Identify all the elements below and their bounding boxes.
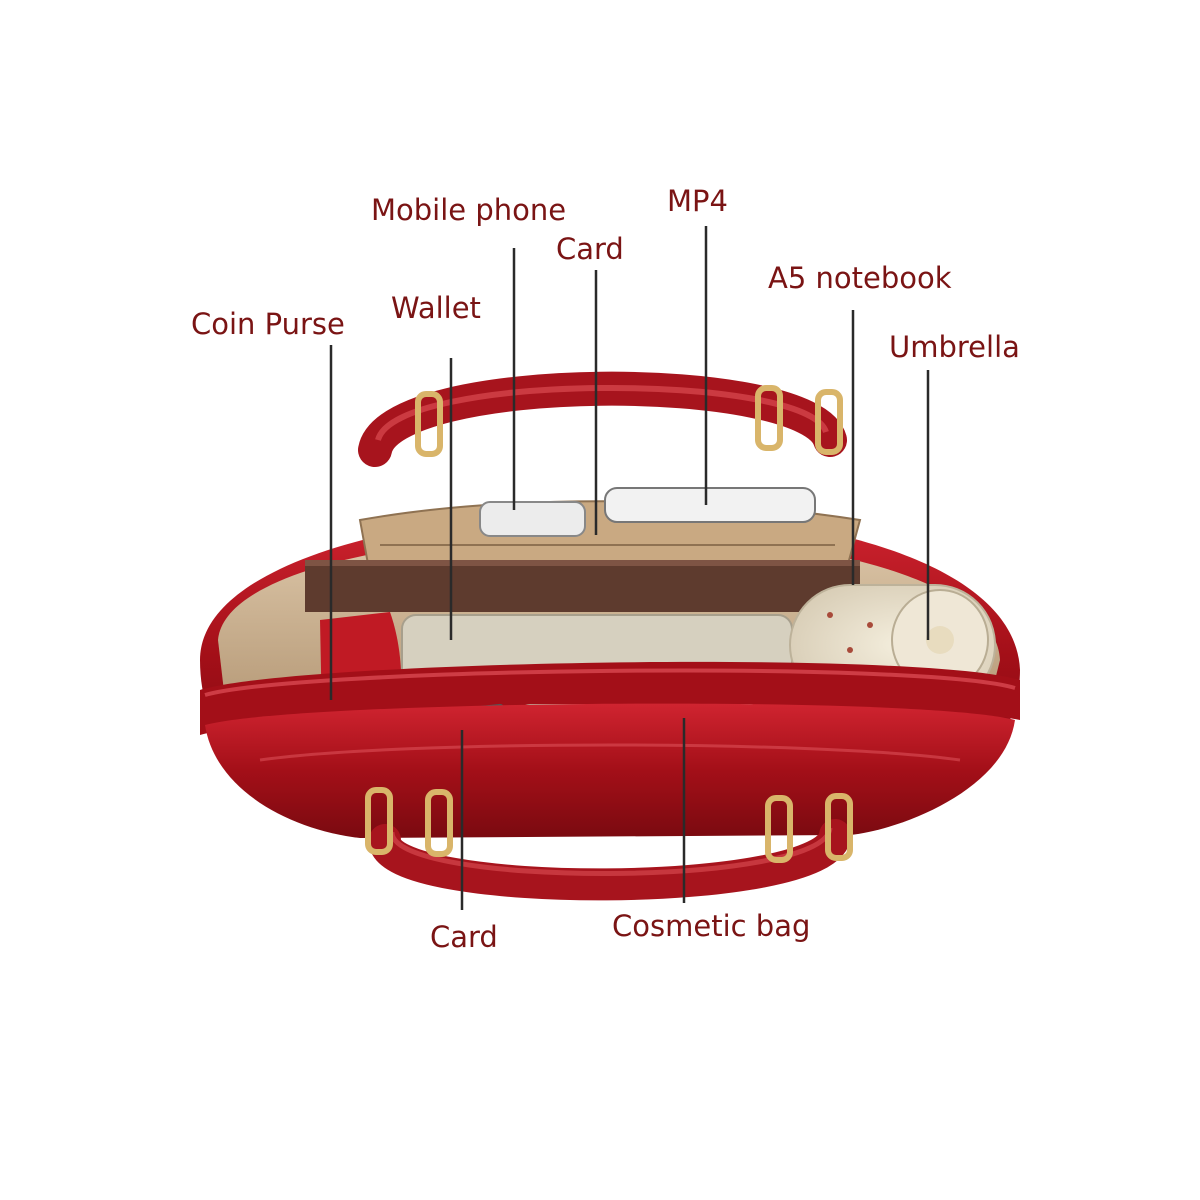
label-a5-notebook: A5 notebook <box>768 261 952 295</box>
mobile-phone-shape <box>479 501 586 537</box>
front-rim <box>200 661 1020 735</box>
label-cosmetic-bag: Cosmetic bag <box>612 909 811 943</box>
label-mp4: MP4 <box>667 184 728 218</box>
label-coin-purse: Coin Purse <box>191 307 345 341</box>
label-card-bottom: Card <box>430 920 498 954</box>
leader-lines <box>329 226 930 910</box>
a5-notebook-shape <box>305 560 860 612</box>
label-card-top: Card <box>556 232 624 266</box>
back-handle <box>358 371 847 467</box>
front-handle <box>365 787 853 901</box>
label-mobile-phone: Mobile phone <box>371 193 567 227</box>
label-umbrella: Umbrella <box>889 330 1020 364</box>
label-wallet: Wallet <box>391 291 481 325</box>
front-body <box>205 703 1015 838</box>
back-pocket <box>358 487 862 576</box>
mp4-shape <box>604 487 816 523</box>
